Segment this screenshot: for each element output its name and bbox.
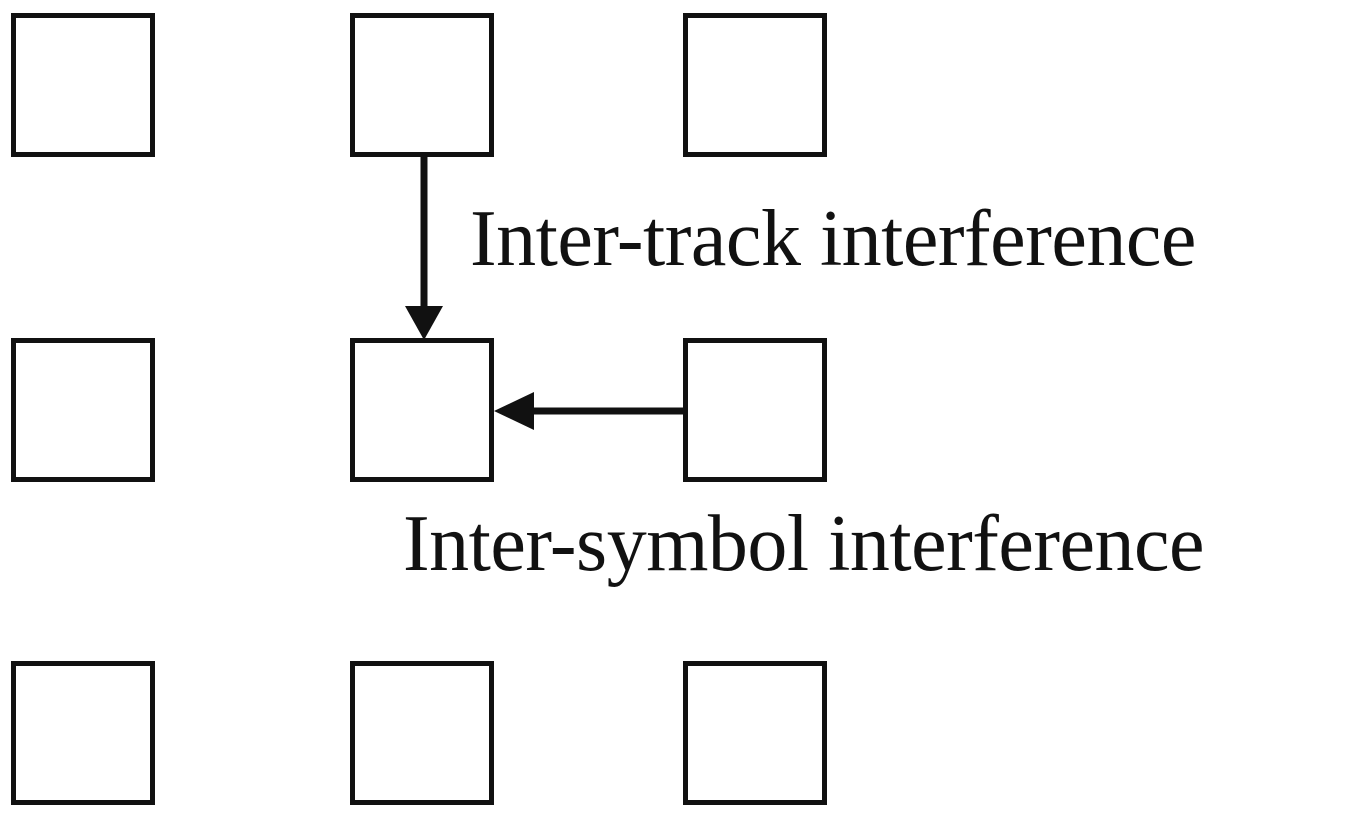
- grid-cell-r1c3[interactable]: [683, 13, 827, 157]
- grid-cell-r1c1[interactable]: [11, 13, 155, 157]
- label-inter-symbol: Inter-symbol interference: [403, 500, 1204, 588]
- grid-cell-r2c3[interactable]: [683, 338, 827, 482]
- grid-cell-r1c2[interactable]: [350, 13, 494, 157]
- grid-cell-r3c1[interactable]: [11, 661, 155, 805]
- grid-cell-r2c2[interactable]: [350, 338, 494, 482]
- grid-cell-r3c3[interactable]: [683, 661, 827, 805]
- grid-cell-r2c1[interactable]: [11, 338, 155, 482]
- arrow-inter-symbol[interactable]: [494, 392, 686, 430]
- arrow-inter-track[interactable]: [405, 152, 443, 340]
- arrow-inter-track-head-icon: [405, 306, 443, 340]
- grid-cell-r3c2[interactable]: [350, 661, 494, 805]
- label-inter-track: Inter-track interference: [470, 195, 1196, 283]
- arrow-inter-symbol-head-icon: [494, 392, 534, 430]
